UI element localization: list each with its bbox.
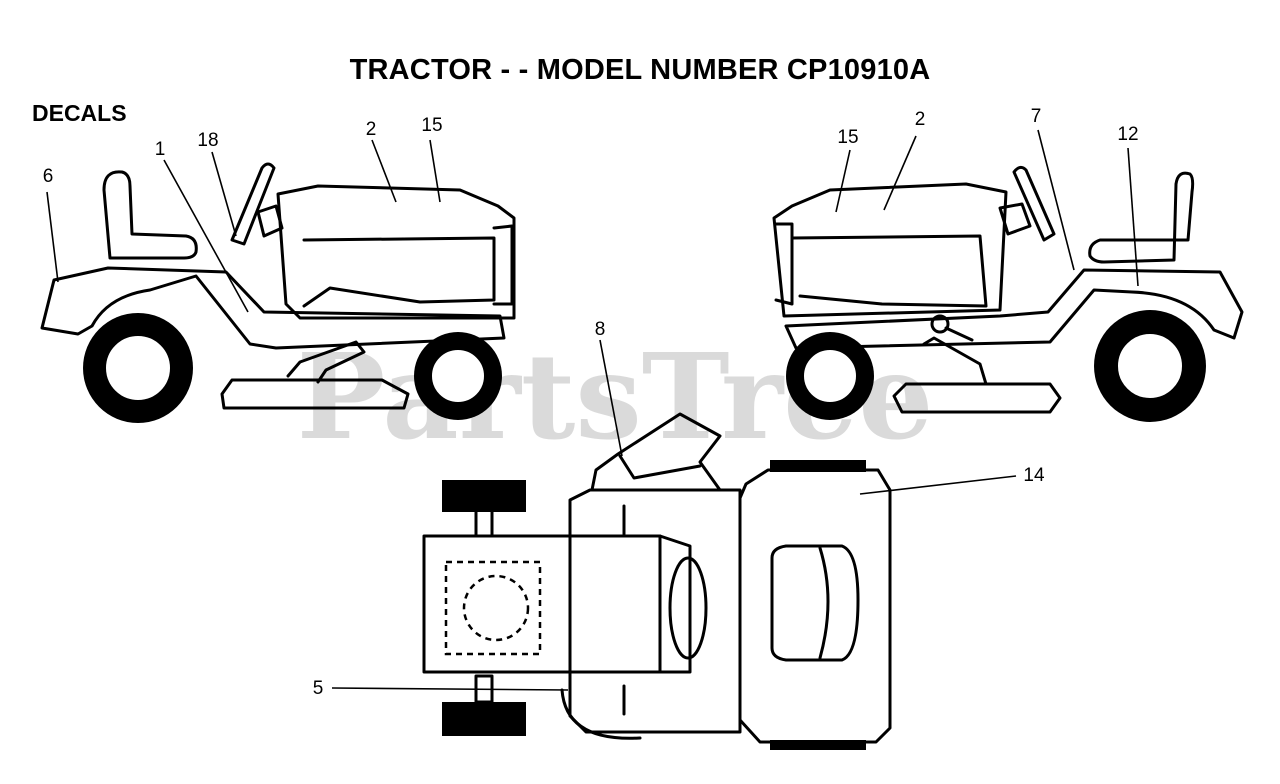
section-label-decals: DECALS (32, 100, 127, 126)
rear-bumper-top (422, 534, 662, 674)
seat-right (1088, 171, 1195, 264)
decal-5-circle (462, 574, 530, 642)
callout-15-left: 15 (421, 115, 443, 136)
seat-left (102, 170, 198, 260)
callout-2-left: 2 (365, 119, 377, 140)
rear-tire-bottom (442, 702, 526, 736)
diagram-title: TRACTOR - - MODEL NUMBER CP10910A (349, 54, 931, 86)
decal-5-outline (444, 560, 542, 656)
callout-6: 6 (42, 166, 54, 187)
callout-14: 14 (1023, 465, 1045, 486)
dashboard-top (658, 534, 692, 674)
callout-7: 7 (1030, 106, 1042, 127)
rear-tire-top (442, 480, 526, 512)
mower-deck-left (220, 378, 410, 410)
steering-wheel-right (1012, 165, 1056, 242)
callout-18: 18 (197, 130, 219, 151)
body-left (40, 266, 506, 350)
tractor-top-view (331, 339, 1017, 750)
rear-wheel-right (1094, 310, 1206, 422)
tractor-right-view (772, 129, 1244, 422)
body-right (784, 268, 1244, 350)
callout-1: 1 (154, 139, 166, 160)
callout-15-right: 15 (837, 127, 859, 148)
hood-left (276, 184, 516, 320)
callout-2-right: 2 (914, 109, 926, 130)
mower-deck-right (892, 382, 1062, 414)
front-wheel-left (414, 332, 502, 420)
front-wheel-right (786, 332, 874, 420)
callout-8: 8 (594, 319, 606, 340)
tractor-left-view (40, 139, 516, 423)
steering-wheel-left (230, 162, 276, 246)
hood-right (772, 182, 1008, 318)
callout-5: 5 (312, 678, 324, 699)
rear-body-top (568, 488, 742, 734)
rear-wheel-left (83, 313, 193, 423)
callout-12: 12 (1117, 124, 1139, 145)
hood-top (738, 468, 892, 744)
